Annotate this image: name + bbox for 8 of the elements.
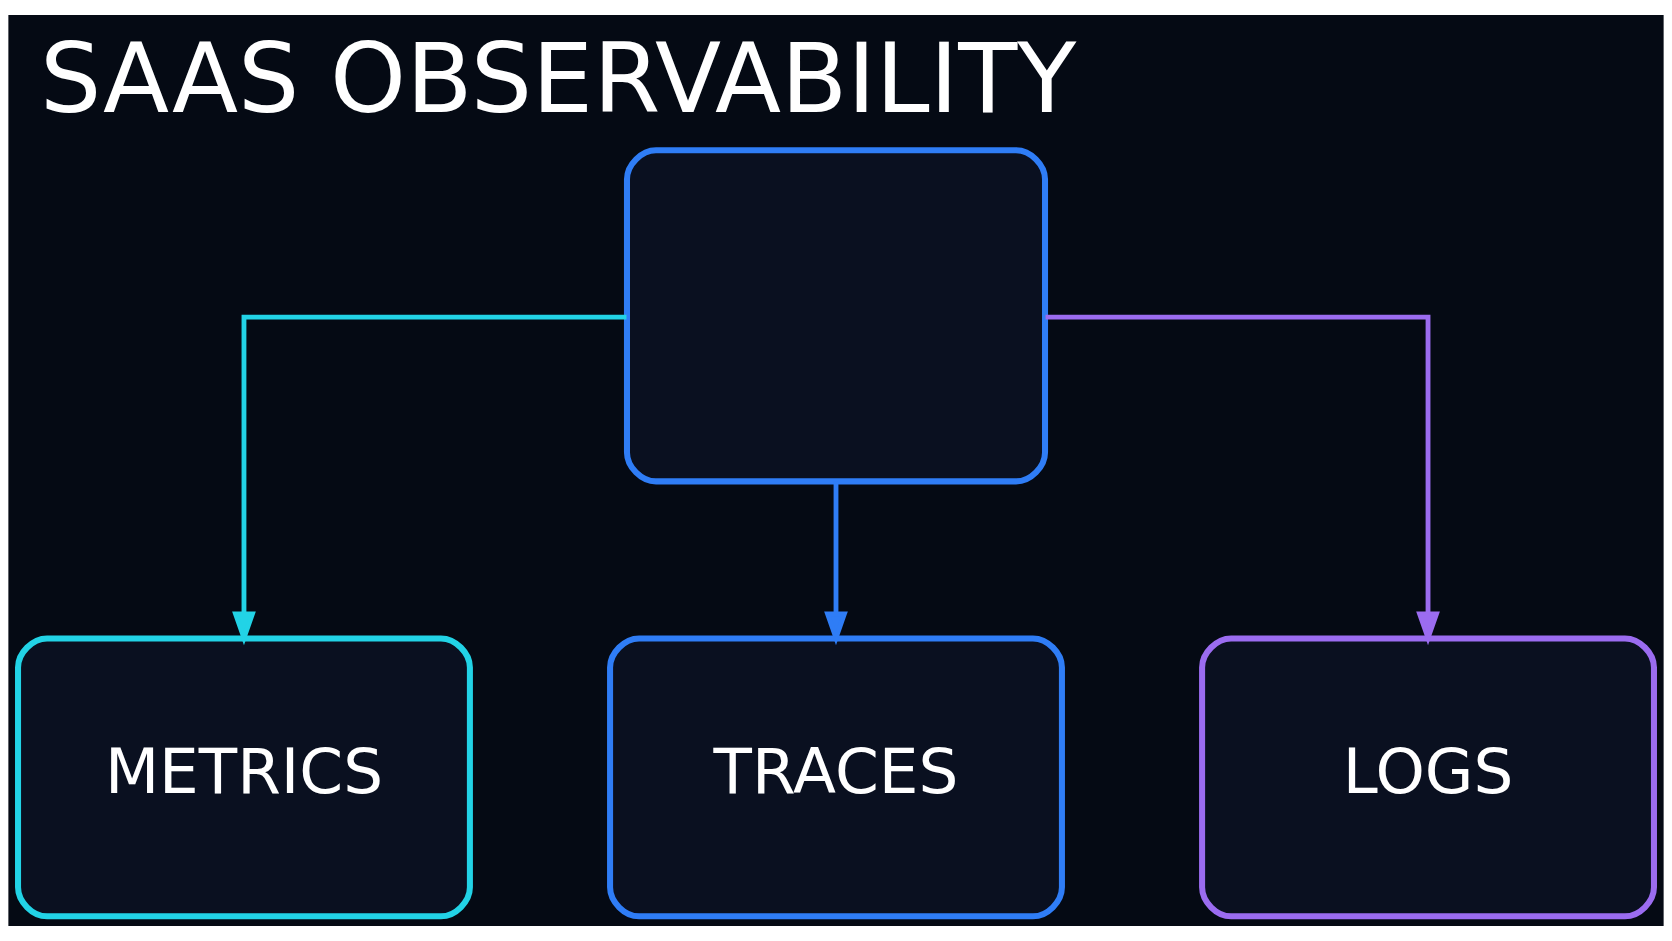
node-box: METRICS <box>15 635 473 920</box>
diagram-title: SAAS OBSERVABILITY <box>39 21 1077 135</box>
node-box <box>623 147 1049 485</box>
arrow <box>232 314 627 646</box>
node-box: LOGS <box>1199 635 1657 920</box>
arrow <box>1045 314 1440 646</box>
node-box: TRACES <box>607 635 1065 920</box>
arrow <box>824 481 848 646</box>
